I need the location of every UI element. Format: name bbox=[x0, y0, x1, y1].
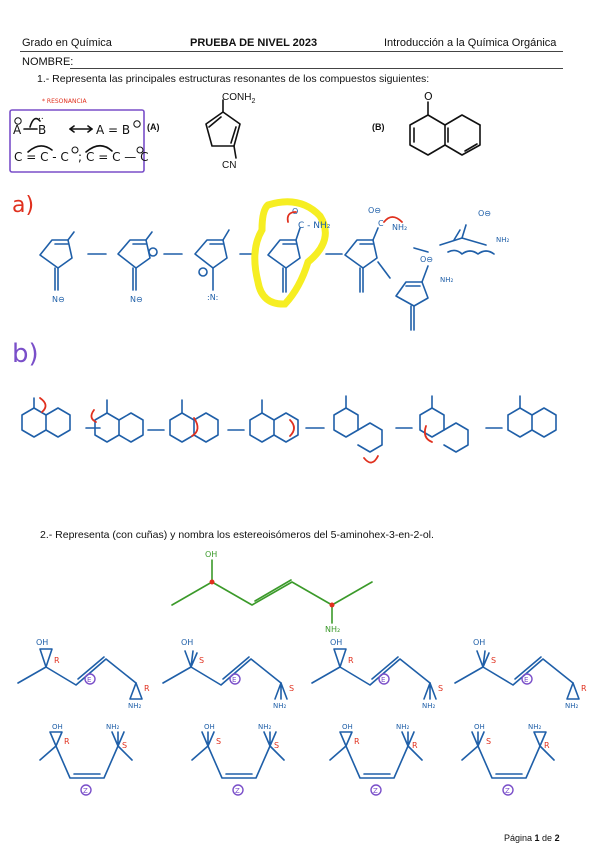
svg-text:;: ; bbox=[78, 150, 82, 164]
svg-text:O⊖: O⊖ bbox=[420, 255, 433, 264]
svg-text:OH: OH bbox=[330, 638, 342, 647]
svg-text:E: E bbox=[381, 676, 385, 684]
svg-text:C = C — C: C = C — C bbox=[86, 150, 148, 164]
svg-text:R: R bbox=[144, 684, 150, 693]
answer-b-label: b) bbox=[12, 339, 39, 369]
nh2-a5: NH₂ bbox=[392, 223, 407, 232]
svg-text:R: R bbox=[412, 741, 418, 750]
svg-text:..: .. bbox=[38, 112, 44, 122]
svg-text:R: R bbox=[348, 656, 354, 665]
svg-text:NH₂: NH₂ bbox=[396, 723, 410, 731]
svg-text:C = C - C: C = C - C bbox=[14, 150, 69, 164]
resonance-box-title: * RESONANCIA bbox=[42, 98, 87, 105]
svg-text:A = B: A = B bbox=[96, 123, 130, 137]
svg-text:E: E bbox=[232, 676, 236, 684]
header-title: PRUEBA DE NIVEL 2023 bbox=[190, 37, 318, 49]
svg-text:NH₂: NH₂ bbox=[565, 702, 579, 710]
name-label: NOMBRE: bbox=[22, 56, 74, 68]
header-subject: Introducción a la Química Orgánica bbox=[384, 37, 557, 49]
svg-text:OH: OH bbox=[342, 723, 353, 731]
svg-text:Z: Z bbox=[505, 787, 510, 795]
answer-a-label: a) bbox=[12, 193, 34, 218]
svg-text:Z: Z bbox=[83, 787, 88, 795]
svg-text:S: S bbox=[274, 741, 279, 750]
svg-text::N:: :N: bbox=[207, 293, 218, 302]
header-rule bbox=[20, 51, 563, 52]
svg-text:NH₂: NH₂ bbox=[528, 723, 542, 731]
svg-text:O⊖: O⊖ bbox=[478, 209, 491, 218]
svg-text:O⊖: O⊖ bbox=[368, 206, 381, 215]
svg-text:OH: OH bbox=[52, 723, 63, 731]
svg-text:Z: Z bbox=[235, 787, 240, 795]
svg-text:S: S bbox=[122, 741, 127, 750]
svg-text:NH₂: NH₂ bbox=[128, 702, 142, 710]
svg-text:R: R bbox=[354, 737, 360, 746]
svg-text:OH: OH bbox=[473, 638, 485, 647]
svg-text:NH₂: NH₂ bbox=[422, 702, 436, 710]
label-compound-b: (B) bbox=[372, 122, 385, 132]
svg-text:NH₂: NH₂ bbox=[273, 702, 287, 710]
skeleton-nh2: NH₂ bbox=[325, 625, 340, 634]
svg-text:S: S bbox=[486, 737, 491, 746]
svg-text:OH: OH bbox=[474, 723, 485, 731]
header-course: Grado en Química bbox=[22, 37, 112, 49]
compound-a-nitrile: CN bbox=[222, 160, 237, 171]
svg-text:N⊖: N⊖ bbox=[52, 295, 65, 304]
svg-text:O: O bbox=[424, 90, 433, 103]
svg-text:B: B bbox=[38, 123, 46, 137]
svg-text:A: A bbox=[13, 123, 22, 137]
svg-text:OH: OH bbox=[181, 638, 193, 647]
svg-text:R: R bbox=[544, 741, 550, 750]
svg-text:S: S bbox=[289, 684, 294, 693]
svg-text:N⊖: N⊖ bbox=[130, 295, 143, 304]
compound-a-amide: CONH2 bbox=[222, 92, 256, 105]
svg-text:NH₂: NH₂ bbox=[496, 236, 510, 244]
question-2-prompt: 2.- Representa (con cuñas) y nombra los … bbox=[40, 529, 434, 541]
amide-label-1: C - NH₂ bbox=[298, 221, 331, 231]
svg-text:R: R bbox=[581, 684, 587, 693]
svg-text:R: R bbox=[54, 656, 60, 665]
svg-text:R: R bbox=[64, 737, 70, 746]
svg-text:Z: Z bbox=[373, 787, 378, 795]
svg-text:E: E bbox=[524, 676, 528, 684]
svg-text:S: S bbox=[491, 656, 496, 665]
svg-text:S: S bbox=[199, 656, 204, 665]
question-1-prompt: 1.- Representa las principales estructur… bbox=[37, 73, 430, 85]
page-number: Página 1 de 2 bbox=[504, 833, 560, 843]
svg-text:NH₂: NH₂ bbox=[258, 723, 272, 731]
name-line bbox=[70, 68, 563, 69]
svg-text:NH₂: NH₂ bbox=[106, 723, 120, 731]
svg-text:NH₂: NH₂ bbox=[440, 276, 454, 284]
svg-text:S: S bbox=[216, 737, 221, 746]
svg-text:S: S bbox=[438, 684, 443, 693]
label-compound-a: (A) bbox=[147, 122, 160, 132]
svg-text:E: E bbox=[87, 676, 91, 684]
skeleton-oh: OH bbox=[205, 550, 217, 559]
svg-text:C: C bbox=[378, 219, 384, 228]
svg-text:OH: OH bbox=[36, 638, 48, 647]
svg-text:OH: OH bbox=[204, 723, 215, 731]
